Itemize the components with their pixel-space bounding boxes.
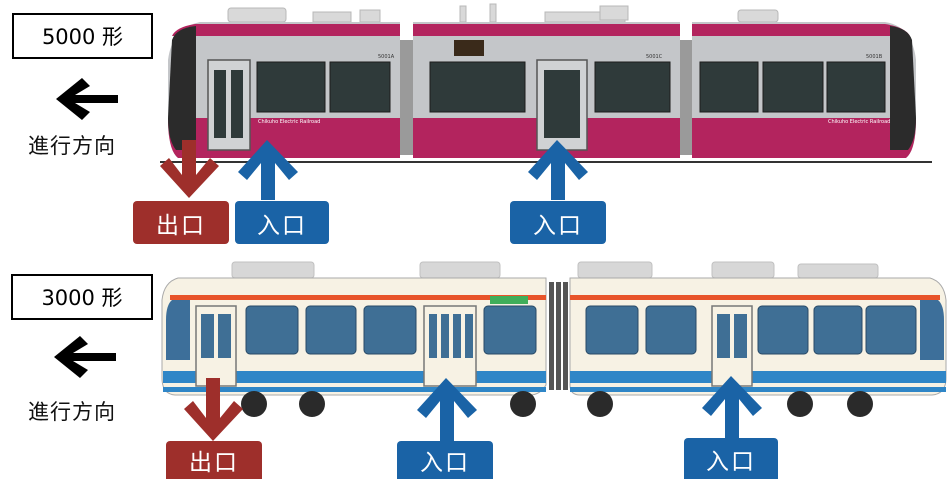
car-number-c: 5001C (646, 54, 663, 60)
model-label-3000: 3000 形 (11, 274, 153, 320)
entry-tag-3000-front: 入口 (397, 441, 493, 479)
arrow-up-entry-icon (702, 376, 762, 438)
arrow-left-icon (54, 336, 116, 378)
direction-label-5000: 進行方向 (28, 134, 116, 158)
arrow-left-icon (56, 78, 118, 120)
entry-tag-5000-front: 入口 (235, 201, 329, 244)
model-label-5000: 5000 形 (12, 13, 153, 59)
side-text-5000-a: Chikuho Electric Railroad (258, 119, 320, 125)
direction-label-3000: 進行方向 (28, 400, 116, 424)
arrow-up-entry-icon (417, 378, 477, 441)
arrow-down-exit-icon (160, 140, 219, 198)
arrow-up-entry-icon (238, 140, 298, 200)
side-text-5000-b: Chikuho Electric Railroad (828, 119, 890, 125)
entry-tag-3000-rear: 入口 (684, 438, 778, 479)
arrow-up-entry-icon (528, 140, 588, 200)
exit-tag-5000: 出口 (133, 201, 229, 244)
car-number-a: 5001A (378, 54, 395, 60)
exit-tag-3000: 出口 (166, 441, 262, 479)
car-number-b: 5001B (866, 54, 883, 60)
entry-tag-5000-middle: 入口 (510, 201, 606, 244)
arrow-down-exit-icon (184, 378, 243, 441)
